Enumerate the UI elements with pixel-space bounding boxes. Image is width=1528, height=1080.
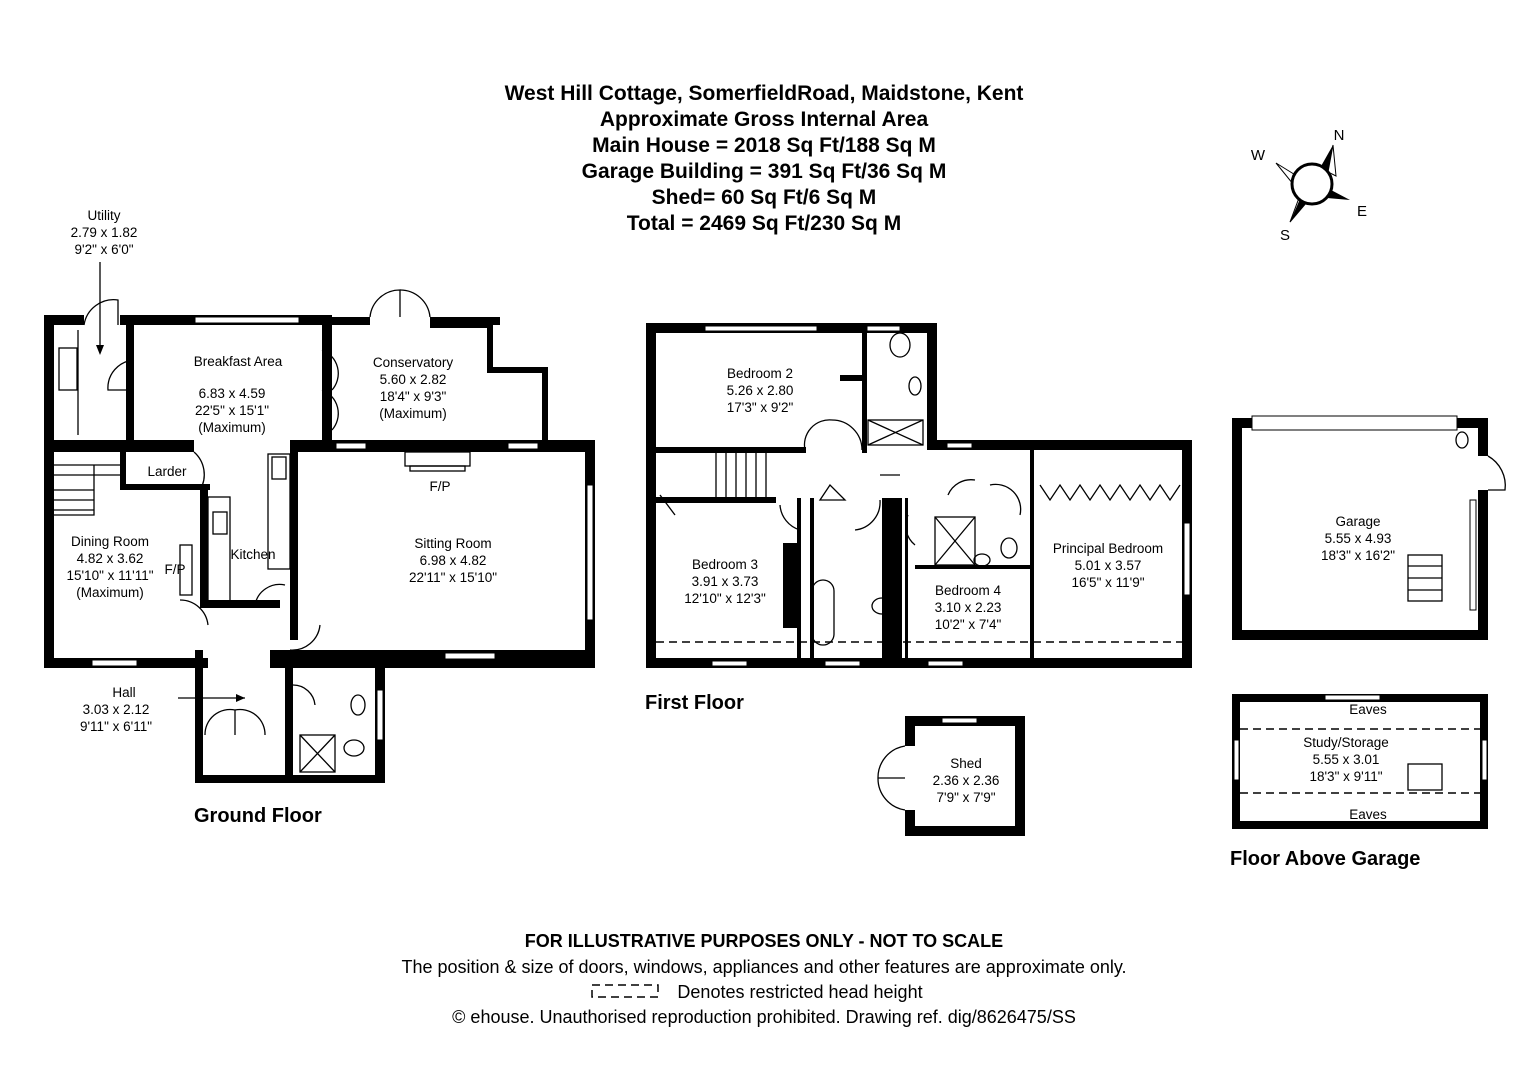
utility-name: Utility <box>88 208 121 223</box>
principal-bedroom-name: Principal Bedroom <box>1053 541 1163 556</box>
study-storage-metric: 5.55 x 3.01 <box>1313 752 1380 767</box>
shed-name: Shed <box>950 756 982 771</box>
utility-metric: 2.79 x 1.82 <box>71 225 138 240</box>
conservatory-imperial: 18'4" x 9'3" <box>380 389 447 404</box>
sitting-room-name: Sitting Room <box>414 536 491 551</box>
garage-metric: 5.55 x 4.93 <box>1325 531 1392 546</box>
footer: FOR ILLUSTRATIVE PURPOSES ONLY - NOT TO … <box>401 931 1126 1027</box>
conservatory-note: (Maximum) <box>379 406 447 421</box>
eaves-top-label: Eaves <box>1349 702 1387 717</box>
restricted-height-legend: Denotes restricted head height <box>677 982 922 1002</box>
eaves-bottom-label: Eaves <box>1349 807 1387 822</box>
main-house-area: Main House = 2018 Sq Ft/188 Sq M <box>592 134 936 157</box>
study-storage-name: Study/Storage <box>1303 735 1389 750</box>
dining-room-imperial: 15'10" x 11'11" <box>66 568 153 583</box>
area-subtitle: Approximate Gross Internal Area <box>600 108 929 131</box>
bedroom-2-name: Bedroom 2 <box>727 366 793 381</box>
garage-plan: Garage 5.55 x 4.93 18'3" x 16'2" <box>1232 415 1506 640</box>
principal-bedroom-metric: 5.01 x 3.57 <box>1075 558 1142 573</box>
ground-floor-plan: Utility 2.79 x 1.82 9'2" x 6'0" Breakfas… <box>44 208 595 827</box>
bedroom-4-imperial: 10'2" x 7'4" <box>935 617 1002 632</box>
compass-west: W <box>1251 147 1266 164</box>
shed-plan: Shed 2.36 x 2.36 7'9" x 7'9" <box>877 716 1025 836</box>
hall-imperial: 9'11" x 6'11" <box>80 719 152 734</box>
breakfast-area-metric: 6.83 x 4.59 <box>199 386 266 401</box>
dining-room-note: (Maximum) <box>76 585 144 600</box>
copyright: © ehouse. Unauthorised reproduction proh… <box>452 1007 1076 1027</box>
bedroom-4-metric: 3.10 x 2.23 <box>935 600 1002 615</box>
disclaimer: FOR ILLUSTRATIVE PURPOSES ONLY - NOT TO … <box>525 931 1003 951</box>
total-area: Total = 2469 Sq Ft/230 Sq M <box>627 212 901 235</box>
principal-bedroom-imperial: 16'5" x 11'9" <box>1071 575 1144 590</box>
bedroom-2-metric: 5.26 x 2.80 <box>727 383 794 398</box>
compass-east: E <box>1357 203 1367 220</box>
study-storage-imperial: 18'3" x 9'11" <box>1309 769 1382 784</box>
garage-building-area: Garage Building = 391 Sq Ft/36 Sq M <box>582 160 947 183</box>
shed-area: Shed= 60 Sq Ft/6 Sq M <box>652 186 877 209</box>
first-floor-plan: Bedroom 2 5.26 x 2.80 17'3" x 9'2" Bedro… <box>645 323 1192 714</box>
bedroom-2-imperial: 17'3" x 9'2" <box>727 400 794 415</box>
dining-room-metric: 4.82 x 3.62 <box>77 551 144 566</box>
bedroom-4-name: Bedroom 4 <box>935 583 1002 598</box>
hall-name: Hall <box>112 685 135 700</box>
sitting-fireplace-label: F/P <box>429 479 450 494</box>
hall-metric: 3.03 x 2.12 <box>83 702 150 717</box>
floor-above-garage-title: Floor Above Garage <box>1230 848 1420 870</box>
compass-icon: N E S W <box>1251 127 1367 244</box>
sitting-room-metric: 6.98 x 4.82 <box>420 553 487 568</box>
bedroom-3-imperial: 12'10" x 12'3" <box>684 591 766 606</box>
first-floor-title: First Floor <box>645 692 744 714</box>
dining-fireplace-label: F/P <box>164 562 185 577</box>
kitchen-name: Kitchen <box>230 547 275 562</box>
bedroom-3-metric: 3.91 x 3.73 <box>692 574 759 589</box>
shed-imperial: 7'9" x 7'9" <box>936 790 995 805</box>
larder-name: Larder <box>147 464 187 479</box>
ground-floor-title: Ground Floor <box>194 805 322 827</box>
dining-room-name: Dining Room <box>71 534 149 549</box>
approximation-note: The position & size of doors, windows, a… <box>401 957 1126 977</box>
restricted-height-legend-icon <box>591 984 659 998</box>
conservatory-name: Conservatory <box>373 355 454 370</box>
compass-south: S <box>1280 227 1290 244</box>
sitting-room-imperial: 22'11" x 15'10" <box>409 570 497 585</box>
header: West Hill Cottage, SomerfieldRoad, Maids… <box>505 82 1024 235</box>
floor-above-garage-plan: Eaves Study/Storage 5.55 x 3.01 18'3" x … <box>1230 694 1488 870</box>
conservatory-metric: 5.60 x 2.82 <box>380 372 447 387</box>
shed-metric: 2.36 x 2.36 <box>933 773 1000 788</box>
breakfast-area-imperial: 22'5" x 15'1" <box>195 403 269 418</box>
bedroom-3-name: Bedroom 3 <box>692 557 758 572</box>
breakfast-area-note: (Maximum) <box>198 420 266 435</box>
garage-imperial: 18'3" x 16'2" <box>1321 548 1395 563</box>
breakfast-area-name: Breakfast Area <box>194 354 283 369</box>
garage-name: Garage <box>1335 514 1380 529</box>
utility-imperial: 9'2" x 6'0" <box>74 242 133 257</box>
property-address: West Hill Cottage, SomerfieldRoad, Maids… <box>505 82 1024 105</box>
compass-north: N <box>1334 127 1345 144</box>
